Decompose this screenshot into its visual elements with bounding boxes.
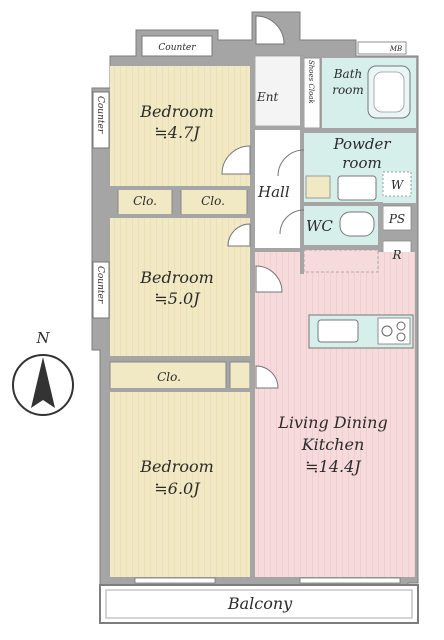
- mb-box: [357, 41, 407, 55]
- ldk-storage: [303, 249, 379, 273]
- cooktop: [377, 317, 411, 345]
- ldk-line1: Living Dining: [277, 413, 387, 432]
- counter-left-lower: [92, 261, 110, 319]
- window-bottom-left: [134, 577, 216, 584]
- balcony-label: Balcony: [227, 594, 293, 613]
- counter-left-lower-label: Counter: [95, 266, 105, 304]
- counter-top-label: Counter: [158, 43, 196, 53]
- kitchen-sink: [317, 319, 359, 343]
- bedroom-top-name: Bedroom: [139, 102, 214, 121]
- counter-top: [141, 35, 213, 57]
- interior-walls: [110, 56, 416, 585]
- burner-icon: [396, 332, 406, 342]
- bedroom-mid-floor: [110, 218, 250, 356]
- bathtub-inner: [373, 71, 405, 113]
- bedroom-mid-name: Bedroom: [139, 268, 214, 287]
- bath-line1: Bath: [333, 67, 363, 81]
- hall-label: Hall: [257, 183, 290, 201]
- powder-line2: room: [342, 154, 381, 172]
- bedroom-bottom-size: ≒6.0J: [154, 479, 201, 498]
- ldk-line2: Kitchen: [301, 435, 365, 454]
- burner-icon: [396, 321, 406, 331]
- ps-box: [382, 205, 412, 231]
- r-label: R: [391, 248, 401, 262]
- compass-north-label: N: [35, 329, 50, 347]
- entrance-label: Ent: [256, 90, 278, 104]
- compass: [12, 354, 74, 416]
- ldk-size: ≒14.4J: [305, 457, 362, 476]
- shoes-cloak-label: Shoes Cloak: [307, 60, 315, 104]
- counter-left-upper-label: Counter: [95, 96, 105, 134]
- balcony-inner: [105, 589, 413, 619]
- closet-1: [117, 186, 173, 216]
- wc-toilet: [339, 211, 375, 237]
- bedroom-bottom-name: Bedroom: [139, 457, 214, 476]
- wc-label: WC: [306, 217, 333, 235]
- bedroom-top-size: ≒4.7J: [154, 123, 201, 142]
- entrance-floor: [254, 55, 304, 127]
- w-label: W: [391, 178, 405, 192]
- bath-line2: room: [332, 83, 364, 97]
- bedroom-bottom-floor: [110, 392, 250, 577]
- door-swings: [221, 15, 305, 389]
- ps-label: PS: [388, 212, 405, 226]
- closet-3-label: Clo.: [157, 370, 181, 384]
- washbasin: [337, 175, 377, 201]
- w-box: [382, 171, 412, 197]
- window-bottom-right: [299, 577, 401, 584]
- mb-label: MB: [389, 45, 402, 53]
- closet-4: [229, 361, 251, 390]
- counter-left-upper: [92, 91, 110, 149]
- utility-box: [305, 175, 331, 199]
- balcony-rail: [99, 584, 419, 624]
- burner-icon: [381, 325, 393, 337]
- closet-1-label: Clo.: [133, 194, 157, 208]
- ldk-floor: [255, 252, 415, 577]
- powder-line1: Powder: [332, 135, 391, 153]
- closet-2-label: Clo.: [201, 194, 225, 208]
- bedroom-mid-size: ≒5.0J: [154, 289, 201, 308]
